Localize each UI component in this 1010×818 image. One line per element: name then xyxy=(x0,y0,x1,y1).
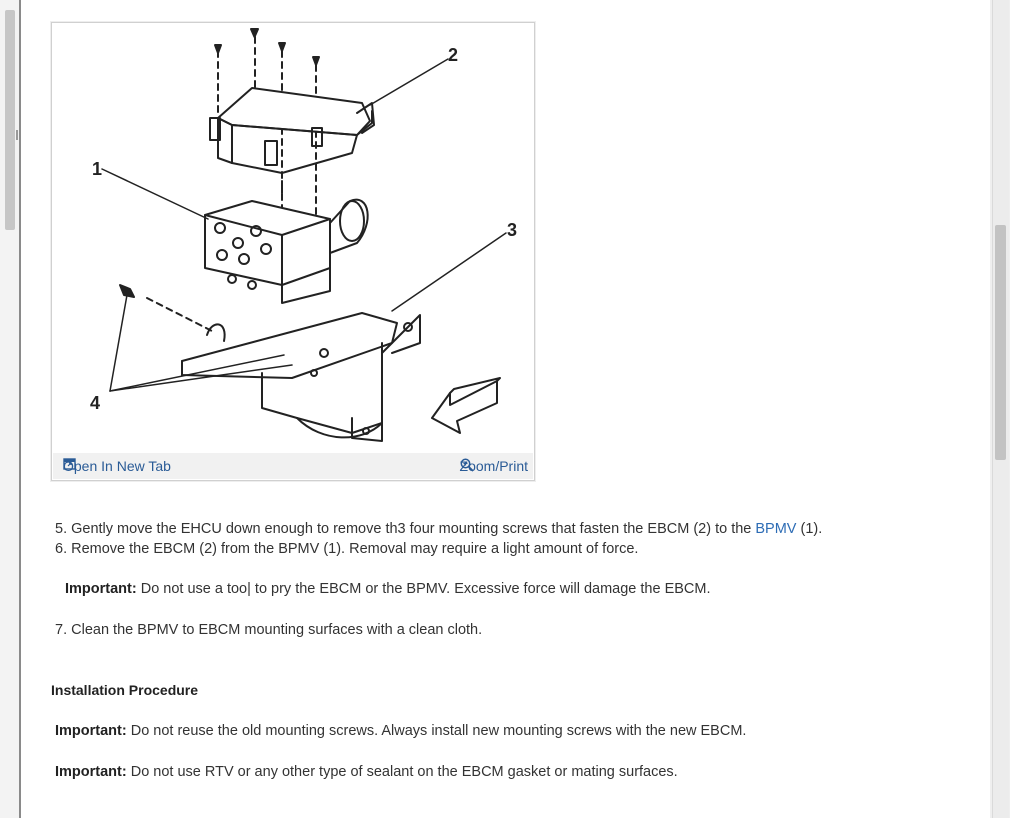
step-text: Clean the BPMV to EBCM mounting surfaces… xyxy=(71,622,483,638)
step-text-end: (1). xyxy=(796,521,823,537)
open-tab-icon xyxy=(63,458,76,470)
callout-2: 2 xyxy=(448,45,458,65)
bpmv-link[interactable]: BPMV xyxy=(755,521,797,537)
content-left-border xyxy=(19,0,21,818)
important-label: Important: xyxy=(55,764,127,780)
open-in-new-tab-label: Open In New Tab xyxy=(63,458,171,474)
open-in-new-tab-link[interactable]: Open In New Tab xyxy=(63,458,171,474)
zoom-icon xyxy=(460,458,474,472)
important-text: Do not use RTV or any other type of seal… xyxy=(126,764,678,780)
step-number: 6. xyxy=(55,541,68,557)
important-note-1: Important: Do not use a too| to pry the … xyxy=(65,580,711,598)
important-text: Do not use a too| to pry the EBCM or the… xyxy=(136,581,711,597)
important-label: Important: xyxy=(55,723,127,739)
figure-toolbar: Open In New Tab Zoom/Print xyxy=(53,453,533,479)
step-text: Gently move the EHCU down enough to remo… xyxy=(71,521,756,537)
step-text: Remove the EBCM (2) from the BPMV (1). R… xyxy=(71,541,639,557)
callout-1: 1 xyxy=(92,159,102,179)
important-note-2: Important: Do not reuse the old mounting… xyxy=(55,722,746,740)
step-number: 5. xyxy=(55,521,68,537)
left-scrollbar-thumb[interactable] xyxy=(5,10,15,230)
bpmv-module xyxy=(204,198,369,304)
diagram-figure: 1 2 3 4 Open In New Tab Zoom/Print xyxy=(51,22,535,481)
callout-leaders xyxy=(101,58,507,392)
step-5: 5. Gently move the EHCU down enough to r… xyxy=(55,520,822,538)
ebcm-exploded-diagram: 1 2 3 4 xyxy=(90,28,517,442)
ebcm-module xyxy=(209,87,375,194)
section-heading: Installation Procedure xyxy=(51,682,199,698)
left-rail-marker xyxy=(16,130,18,140)
left-scroll-rail xyxy=(0,0,20,818)
step-7: 7. Clean the BPMV to EBCM mounting surfa… xyxy=(55,621,482,639)
important-text: Do not reuse the old mounting screws. Al… xyxy=(126,723,747,739)
zoom-print-link[interactable]: Zoom/Print xyxy=(460,458,528,474)
callout-3: 3 xyxy=(507,220,517,240)
step-6: 6. Remove the EBCM (2) from the BPMV (1)… xyxy=(55,540,638,558)
important-note-3: Important: Do not use RTV or any other t… xyxy=(55,763,678,781)
mounting-bracket xyxy=(119,284,421,442)
right-scrollbar-thumb[interactable] xyxy=(995,225,1006,460)
callout-4: 4 xyxy=(90,393,100,413)
important-label: Important: xyxy=(65,581,137,597)
zoom-print-label: Zoom/Print xyxy=(459,458,528,474)
front-arrow xyxy=(431,377,501,434)
step-number: 7. xyxy=(55,622,68,638)
